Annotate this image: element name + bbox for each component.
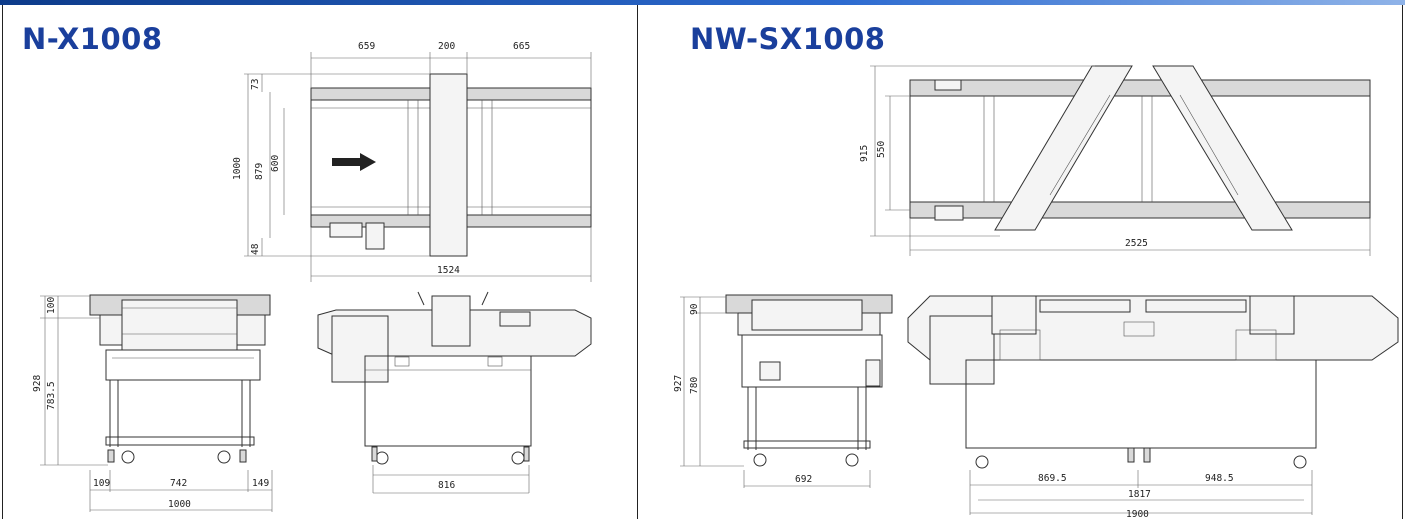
nx-top-dim-48: 48	[250, 243, 261, 255]
nx-side-dim-1000: 1000	[168, 499, 191, 510]
nx-top-dim-73: 73	[250, 79, 261, 90]
nx-top-dim-1524: 1524	[437, 265, 460, 276]
nwsx-front-dim-1900: 1900	[1126, 509, 1149, 519]
nx-top-dim-200: 200	[438, 41, 455, 52]
nwsx-side-dim-692: 692	[795, 474, 812, 485]
nx-top-dim-1000: 1000	[232, 157, 243, 180]
nx-side-view	[40, 294, 273, 512]
nwsx-front-view	[907, 295, 1399, 515]
right-panel	[637, 5, 1403, 519]
nx-top-view	[244, 52, 592, 282]
nx-top-dim-659: 659	[358, 41, 375, 52]
model-title-right: NW-SX1008	[690, 22, 886, 56]
nx-front-view	[317, 291, 592, 494]
nx-top-dim-879: 879	[254, 163, 265, 180]
nwsx-side-view	[680, 294, 893, 488]
nx-front-dim-816: 816	[438, 480, 455, 491]
model-title-left: N-X1008	[22, 22, 163, 56]
nwsx-top-view	[870, 65, 1371, 256]
nwsx-side-dim-927: 927	[673, 375, 684, 392]
nx-side-dim-928: 928	[32, 375, 43, 392]
nx-top-dim-665: 665	[513, 41, 530, 52]
nx-side-dim-149: 149	[252, 478, 269, 489]
nx-side-dim-783-5: 783.5	[46, 381, 57, 410]
nx-top-dim-600: 600	[270, 155, 281, 172]
nwsx-front-dim-869-5: 869.5	[1038, 473, 1067, 484]
nwsx-side-dim-90: 90	[689, 303, 700, 315]
nwsx-top-dim-550: 550	[876, 141, 887, 158]
nwsx-top-dim-2525: 2525	[1125, 238, 1148, 249]
nwsx-front-dim-948-5: 948.5	[1205, 473, 1234, 484]
nx-side-dim-742: 742	[170, 478, 187, 489]
nx-side-dim-109: 109	[93, 478, 110, 489]
nwsx-top-dim-915: 915	[859, 145, 870, 162]
nwsx-side-dim-780: 780	[689, 377, 700, 394]
header-bar	[0, 0, 1405, 5]
nx-side-dim-100: 100	[46, 297, 57, 314]
nwsx-front-dim-1817: 1817	[1128, 489, 1151, 500]
